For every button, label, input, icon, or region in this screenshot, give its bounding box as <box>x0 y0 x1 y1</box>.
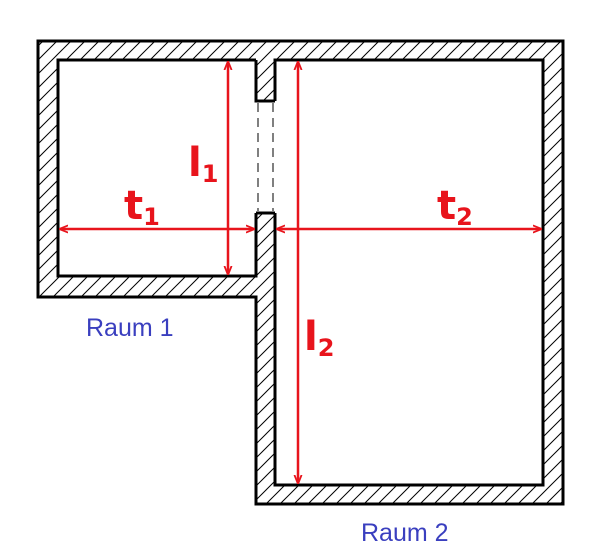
t1-label: t1 <box>124 183 160 231</box>
door-jamb-top <box>254 60 275 103</box>
room2-outline <box>273 58 545 487</box>
t2-label: t2 <box>437 183 473 231</box>
wall-hatch <box>38 41 563 504</box>
l2-label: l2 <box>304 314 334 362</box>
l1-label: l1 <box>188 140 218 188</box>
outer-wall-outline <box>36 39 565 506</box>
room2-label: Raum 2 <box>361 519 449 547</box>
room1-outline <box>56 58 258 278</box>
room1-label: Raum 1 <box>86 314 174 342</box>
